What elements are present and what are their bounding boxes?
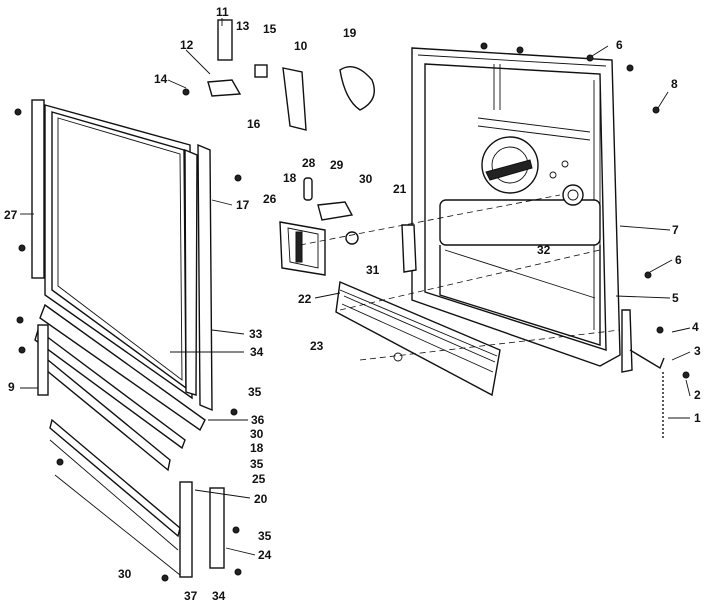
callout-24: 24	[258, 548, 272, 562]
callout-9: 9	[8, 380, 15, 394]
callout-35-c: 35	[258, 529, 272, 543]
callout-30-bottom: 30	[118, 567, 132, 581]
callout-30-mid: 30	[250, 427, 264, 441]
callout-3: 3	[694, 344, 701, 358]
callout-15: 15	[263, 22, 277, 36]
control-module	[279, 177, 359, 276]
callout-7: 7	[672, 223, 679, 237]
callout-10: 10	[294, 39, 308, 53]
callout-37: 37	[184, 589, 198, 603]
callout-28: 28	[302, 156, 316, 170]
callout-4: 4	[692, 320, 699, 334]
screws	[14, 42, 690, 582]
callout-34-bottom: 34	[212, 589, 226, 603]
callout-18-mid: 18	[250, 441, 264, 455]
callout-36: 36	[251, 413, 265, 427]
door-frame-assembly	[411, 47, 621, 367]
callout-22: 22	[298, 292, 312, 306]
leader-lines	[20, 18, 691, 556]
callout-19: 19	[343, 26, 357, 40]
alignment-lines	[299, 194, 621, 361]
callout-2: 2	[694, 388, 701, 402]
callout-34-mid: 34	[250, 345, 264, 359]
callout-33: 33	[249, 327, 263, 341]
callout-18-top: 18	[283, 171, 297, 185]
callout-11: 11	[216, 5, 229, 19]
kick-plate	[335, 280, 501, 397]
callout-32: 32	[537, 243, 551, 257]
callout-29: 29	[330, 158, 344, 172]
callout-35-b: 35	[250, 457, 264, 471]
callout-35-a: 35	[248, 385, 262, 399]
callout-30-top: 30	[359, 172, 373, 186]
callout-5: 5	[672, 291, 679, 305]
callout-27: 27	[4, 208, 18, 222]
callout-21: 21	[393, 182, 407, 196]
callout-12: 12	[180, 38, 194, 52]
callout-25: 25	[252, 472, 266, 486]
callout-26: 26	[263, 192, 277, 206]
callout-31: 31	[366, 263, 380, 277]
callout-23: 23	[310, 339, 324, 353]
callout-13: 13	[236, 19, 250, 33]
door-motor-assembly	[481, 136, 584, 206]
latch-parts	[207, 19, 375, 131]
callout-16: 16	[247, 117, 261, 131]
callout-labels: 11 13 15 10 19 12 14 16 6 8 27 17 28 29 …	[4, 5, 701, 603]
callout-17: 17	[236, 198, 250, 212]
side-trim-strips	[184, 143, 213, 412]
hinge-parts	[401, 224, 665, 440]
callout-6-top: 6	[616, 38, 623, 52]
callout-14: 14	[154, 72, 168, 86]
callout-8: 8	[671, 77, 678, 91]
callout-6-mid: 6	[675, 253, 682, 267]
bottom-rails	[34, 303, 225, 578]
callout-1: 1	[694, 411, 701, 425]
callout-20: 20	[254, 492, 268, 506]
